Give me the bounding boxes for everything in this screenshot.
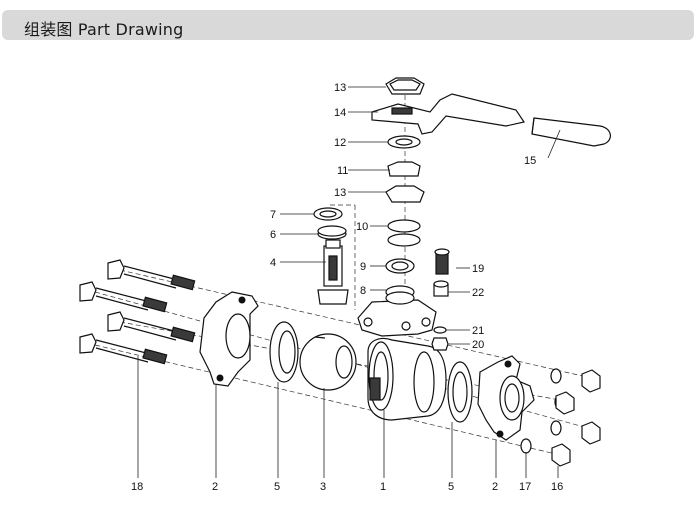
leader-lines xyxy=(137,86,561,478)
callout-17: 17 xyxy=(519,481,531,493)
callout-1: 1 xyxy=(380,481,386,493)
end-cap-left xyxy=(199,291,259,387)
seat-left xyxy=(269,321,299,383)
stem xyxy=(317,239,349,305)
valve-body xyxy=(367,337,447,421)
bolt xyxy=(107,311,196,343)
title-bar: 组装图 Part Drawing xyxy=(2,10,694,40)
bolt xyxy=(107,259,196,291)
bolt xyxy=(79,281,168,313)
callout-9: 9 xyxy=(360,261,366,273)
callout-5: 5 xyxy=(274,481,280,493)
callout-20: 20 xyxy=(472,339,484,351)
callout-6: 6 xyxy=(270,229,276,241)
callout-18: 18 xyxy=(131,481,143,493)
seat-right xyxy=(447,361,473,423)
callout-14: 14 xyxy=(334,107,346,119)
callout-4: 4 xyxy=(270,257,276,269)
callout-16: 16 xyxy=(551,481,563,493)
callout-7: 7 xyxy=(270,209,276,221)
callout-3: 3 xyxy=(320,481,326,493)
ball xyxy=(299,333,357,391)
callout-2: 2 xyxy=(492,481,498,493)
callout-10: 10 xyxy=(356,221,368,233)
end-cap-right xyxy=(477,355,535,441)
washer-nut-set-right xyxy=(520,368,601,467)
bolt-set-left xyxy=(79,259,196,365)
callout-labels: 13 14 12 11 13 10 9 8 7 6 4 19 22 21 20 … xyxy=(131,82,563,493)
callout-13: 13 xyxy=(334,82,346,94)
callout-12: 12 xyxy=(334,137,346,149)
handle-stack xyxy=(371,77,525,274)
mounting-pad xyxy=(357,285,437,337)
callout-13: 13 xyxy=(334,187,346,199)
callout-2: 2 xyxy=(212,481,218,493)
stop-pin-set xyxy=(431,248,450,351)
callout-15: 15 xyxy=(524,155,536,167)
callout-11: 11 xyxy=(337,165,348,177)
callout-22: 22 xyxy=(472,287,484,299)
page-title: 组装图 Part Drawing xyxy=(24,20,184,39)
callout-21: 21 xyxy=(472,325,484,337)
packing-washers xyxy=(313,207,347,240)
callout-5: 5 xyxy=(448,481,454,493)
bolt xyxy=(79,333,168,365)
handle-grip xyxy=(531,117,611,147)
callout-8: 8 xyxy=(360,285,366,297)
callout-19: 19 xyxy=(472,263,484,275)
